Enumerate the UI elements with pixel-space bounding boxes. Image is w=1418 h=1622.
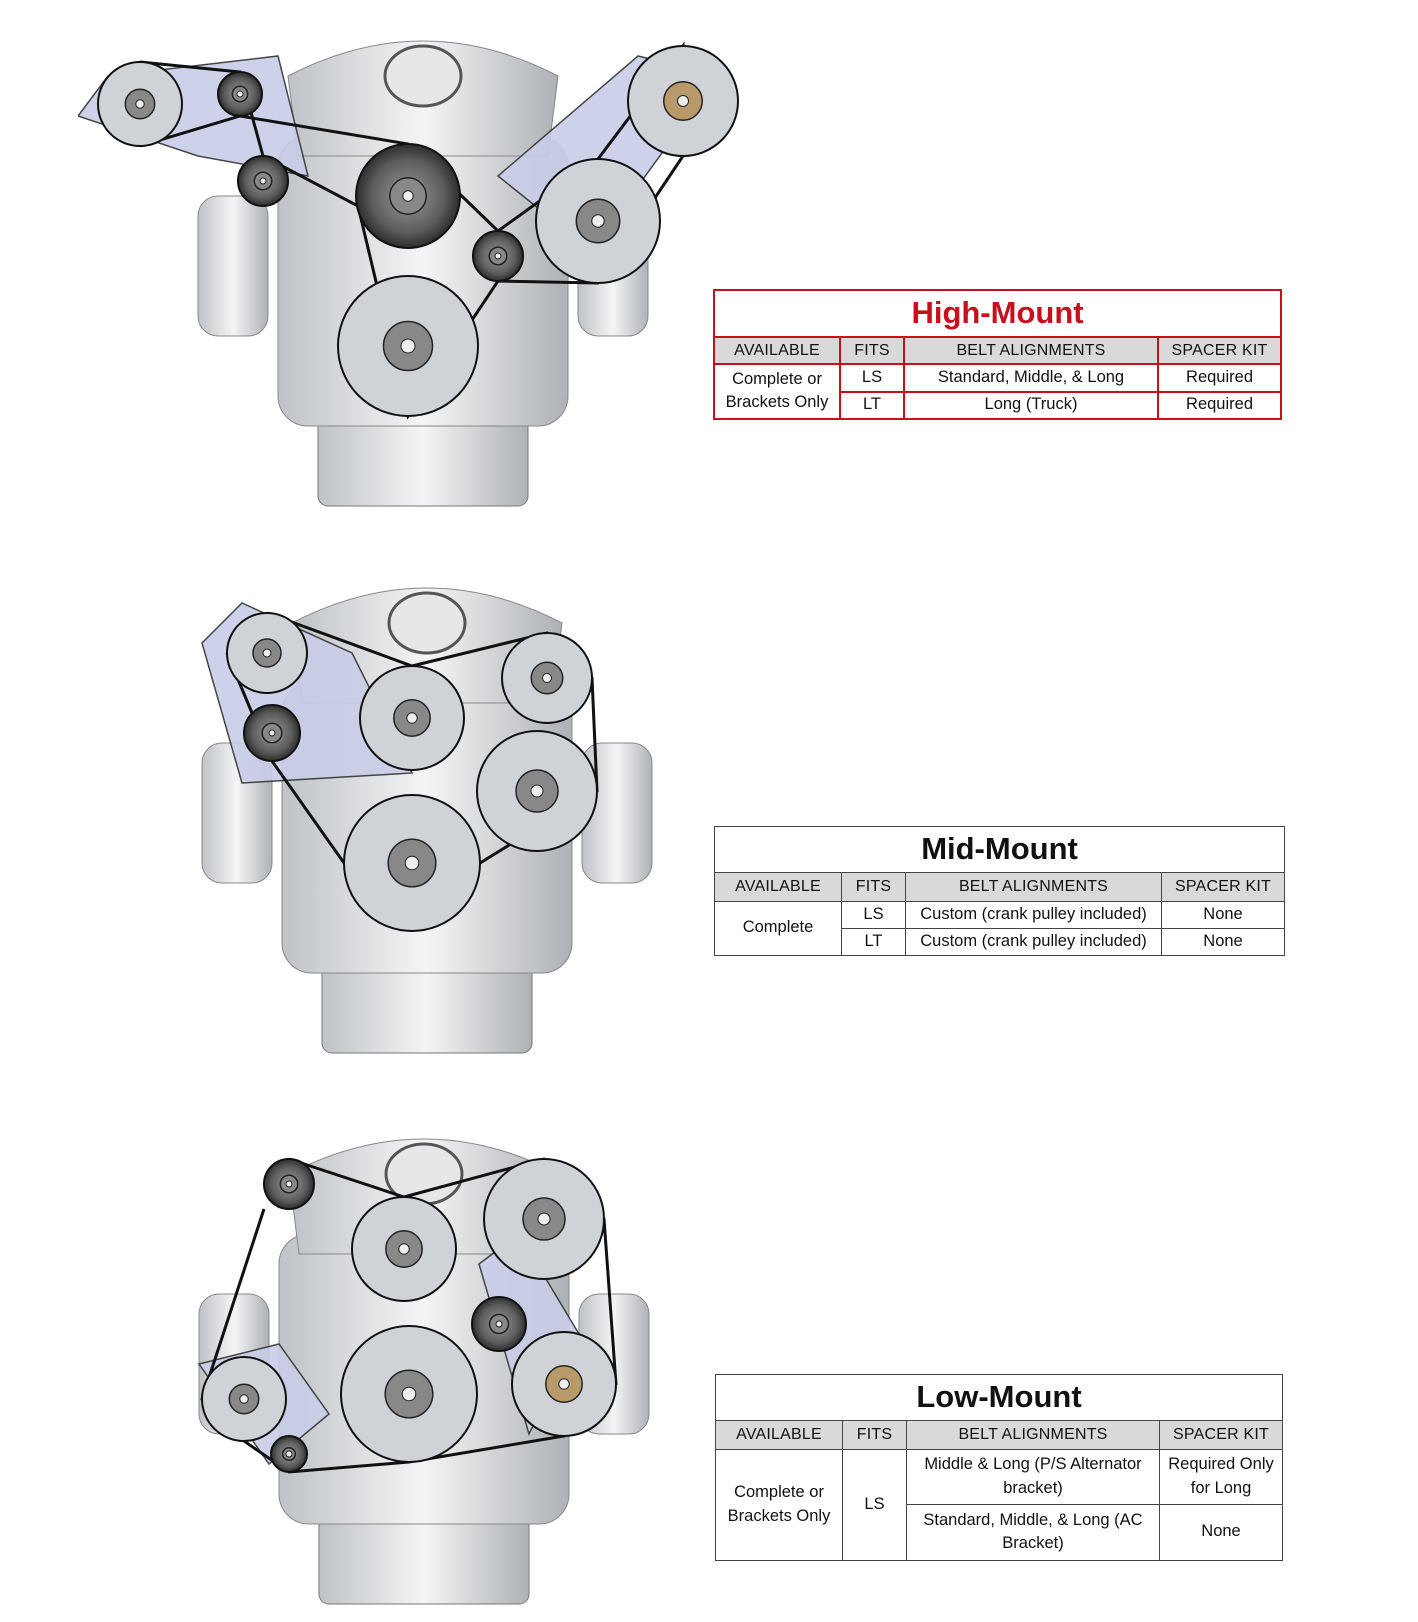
header-available: AVAILABLE <box>714 871 842 902</box>
low-mount-table: Low-Mount AVAILABLE FITS BELT ALIGNMENTS… <box>714 1374 1284 1561</box>
belt-cell: Standard, Middle, & Long <box>903 362 1159 393</box>
pulley-bolt <box>404 855 420 871</box>
spacer-cell: None <box>1160 900 1286 929</box>
fits-cell: LS <box>839 362 905 393</box>
belt-cell: Long (Truck) <box>903 390 1159 420</box>
low-mount-title: Low-Mount <box>714 1374 1284 1421</box>
pulley-bolt <box>402 190 414 202</box>
pulley-bolt <box>285 1180 293 1188</box>
throttle-body <box>387 591 467 655</box>
pulley-bolt <box>530 784 544 798</box>
fits-cell: LS <box>841 900 906 929</box>
pulley-bolt <box>236 90 244 98</box>
pulley-bolt <box>558 1378 570 1390</box>
spacer-cell: Required <box>1156 362 1283 393</box>
header-fits: FITS <box>841 871 906 902</box>
pulley-bolt <box>268 729 276 737</box>
belt-cell: Custom (crank pulley included) <box>905 927 1162 956</box>
engine-mid-mount-image <box>201 587 653 1054</box>
header-belt-alignments: BELT ALIGNMENTS <box>903 335 1159 365</box>
pulley-bolt <box>259 177 267 185</box>
belt-cell: Middle & Long (P/S Alternator bracket) <box>906 1448 1160 1505</box>
header-fits: FITS <box>839 335 905 365</box>
pulley-bolt <box>400 338 416 354</box>
pulley-bolt <box>401 1386 417 1402</box>
pulley-bolt <box>591 214 605 228</box>
header-spacer-kit: SPACER KIT <box>1158 1419 1284 1450</box>
high-mount-title: High-Mount <box>712 289 1283 338</box>
pulley-bolt <box>239 1394 249 1404</box>
header-spacer-kit: SPACER KIT <box>1156 335 1283 365</box>
header-spacer-kit: SPACER KIT <box>1160 871 1286 902</box>
header-fits: FITS <box>842 1419 907 1450</box>
pulley-bolt <box>495 1320 503 1328</box>
fits-cell: LT <box>841 927 906 956</box>
pulley-bolt <box>398 1243 410 1255</box>
available-cell: Complete or Brackets Only <box>713 362 841 420</box>
spacer-cell: None <box>1158 1503 1284 1561</box>
mid-mount-title: Mid-Mount <box>713 826 1286 873</box>
pulley-bolt <box>406 712 418 724</box>
spacer-cell: Required Only for Long <box>1158 1448 1284 1505</box>
mid-mount-table: Mid-Mount AVAILABLE FITS BELT ALIGNMENTS… <box>713 826 1286 956</box>
throttle-body <box>383 44 463 108</box>
available-cell: Complete or Brackets Only <box>715 1448 843 1561</box>
header-available: AVAILABLE <box>715 1419 843 1450</box>
engine-low-mount-image <box>197 1138 650 1605</box>
pulley-bolt <box>135 99 145 109</box>
fits-cell: LS <box>842 1448 907 1561</box>
high-mount-table: High-Mount AVAILABLE FITS BELT ALIGNMENT… <box>712 289 1283 420</box>
engine-high-mount-image <box>78 40 739 507</box>
pulley-bolt <box>537 1212 551 1226</box>
belt-cell: Custom (crank pulley included) <box>905 900 1162 929</box>
belt-cell: Standard, Middle, & Long (AC Bracket) <box>906 1503 1160 1561</box>
header-available: AVAILABLE <box>713 335 841 365</box>
spacer-cell: None <box>1160 927 1286 956</box>
header-belt-alignments: BELT ALIGNMENTS <box>906 1419 1160 1450</box>
pulley-bolt <box>542 673 552 683</box>
pulley-bolt <box>677 95 689 107</box>
fits-cell: LT <box>839 390 905 420</box>
exhaust-manifold-left <box>197 195 269 337</box>
pulley-bolt <box>494 252 502 260</box>
available-cell: Complete <box>714 900 842 956</box>
pulley-bolt <box>262 648 272 658</box>
header-belt-alignments: BELT ALIGNMENTS <box>905 871 1162 902</box>
pulley-bolt <box>285 1450 293 1458</box>
spacer-cell: Required <box>1156 390 1283 420</box>
